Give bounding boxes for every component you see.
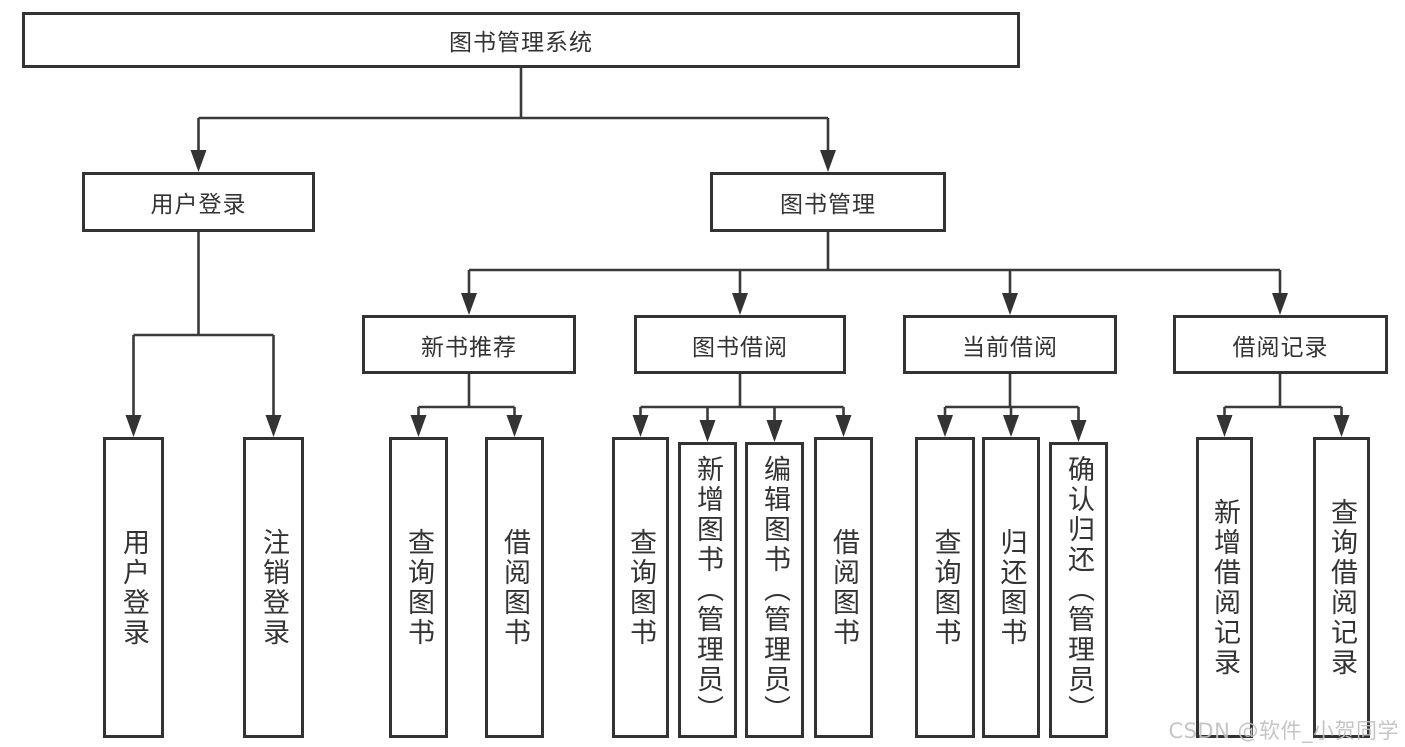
leaf-query-borrow-record: 查询借阅记录: [1313, 437, 1370, 738]
leaf-borrow-book: 借阅图书: [814, 437, 873, 738]
leaf-query-book-borrow-label: 查询图书: [625, 527, 656, 648]
leaf-borrow-book-recommend: 借阅图书: [485, 437, 544, 738]
leaf-borrow-book-recommend-label: 借阅图书: [499, 527, 530, 648]
node-current-borrow-label: 当前借阅: [962, 334, 1058, 361]
leaf-return-book-label: 归还图书: [995, 527, 1027, 648]
leaf-query-book-recommend: 查询图书: [389, 437, 448, 738]
leaf-query-book-current: 查询图书: [915, 437, 975, 738]
node-new-book-recommend-label: 新书推荐: [421, 334, 517, 361]
leaf-logout-label: 注销登录: [258, 527, 289, 648]
node-book-management-label: 图书管理: [780, 192, 876, 218]
leaf-confirm-return-admin: 确认归还（管理员）: [1049, 442, 1108, 738]
leaf-query-book-current-label: 查询图书: [929, 527, 961, 648]
node-book-borrow: 图书借阅: [634, 315, 846, 374]
leaf-edit-book-admin: 编辑图书（管理员）: [745, 442, 804, 738]
node-root: 图书管理系统: [22, 12, 1020, 68]
leaf-borrow-book-label: 借阅图书: [828, 527, 859, 648]
leaf-add-book-admin-label: 新增图书（管理员）: [692, 455, 723, 725]
leaf-edit-book-admin-label: 编辑图书（管理员）: [759, 455, 790, 725]
leaf-user-login-label: 用户登录: [118, 527, 149, 648]
leaf-user-login: 用户登录: [103, 437, 164, 738]
leaf-add-book-admin: 新增图书（管理员）: [678, 442, 737, 738]
node-current-borrow: 当前借阅: [903, 315, 1117, 374]
leaf-confirm-return-admin-label: 确认归还（管理员）: [1063, 455, 1094, 725]
node-borrow-record: 借阅记录: [1173, 315, 1388, 374]
node-new-book-recommend: 新书推荐: [362, 315, 576, 374]
leaf-add-borrow-record-label: 新增借阅记录: [1209, 497, 1240, 678]
node-book-management: 图书管理: [710, 172, 946, 232]
leaf-query-book-recommend-label: 查询图书: [403, 527, 434, 648]
csdn-watermark: CSDN @软件_小贺同学: [1168, 719, 1399, 743]
node-user-login-label: 用户登录: [150, 192, 247, 218]
node-user-login: 用户登录: [82, 172, 315, 232]
leaf-return-book: 归还图书: [982, 437, 1040, 738]
leaf-query-borrow-record-label: 查询借阅记录: [1326, 497, 1357, 678]
leaf-query-book-borrow: 查询图书: [612, 437, 669, 738]
leaf-logout: 注销登录: [243, 437, 304, 738]
leaf-add-borrow-record: 新增借阅记录: [1196, 437, 1253, 738]
node-book-borrow-label: 图书借阅: [692, 334, 788, 361]
node-root-label: 图书管理系统: [449, 30, 593, 56]
node-borrow-record-label: 借阅记录: [1232, 334, 1329, 361]
